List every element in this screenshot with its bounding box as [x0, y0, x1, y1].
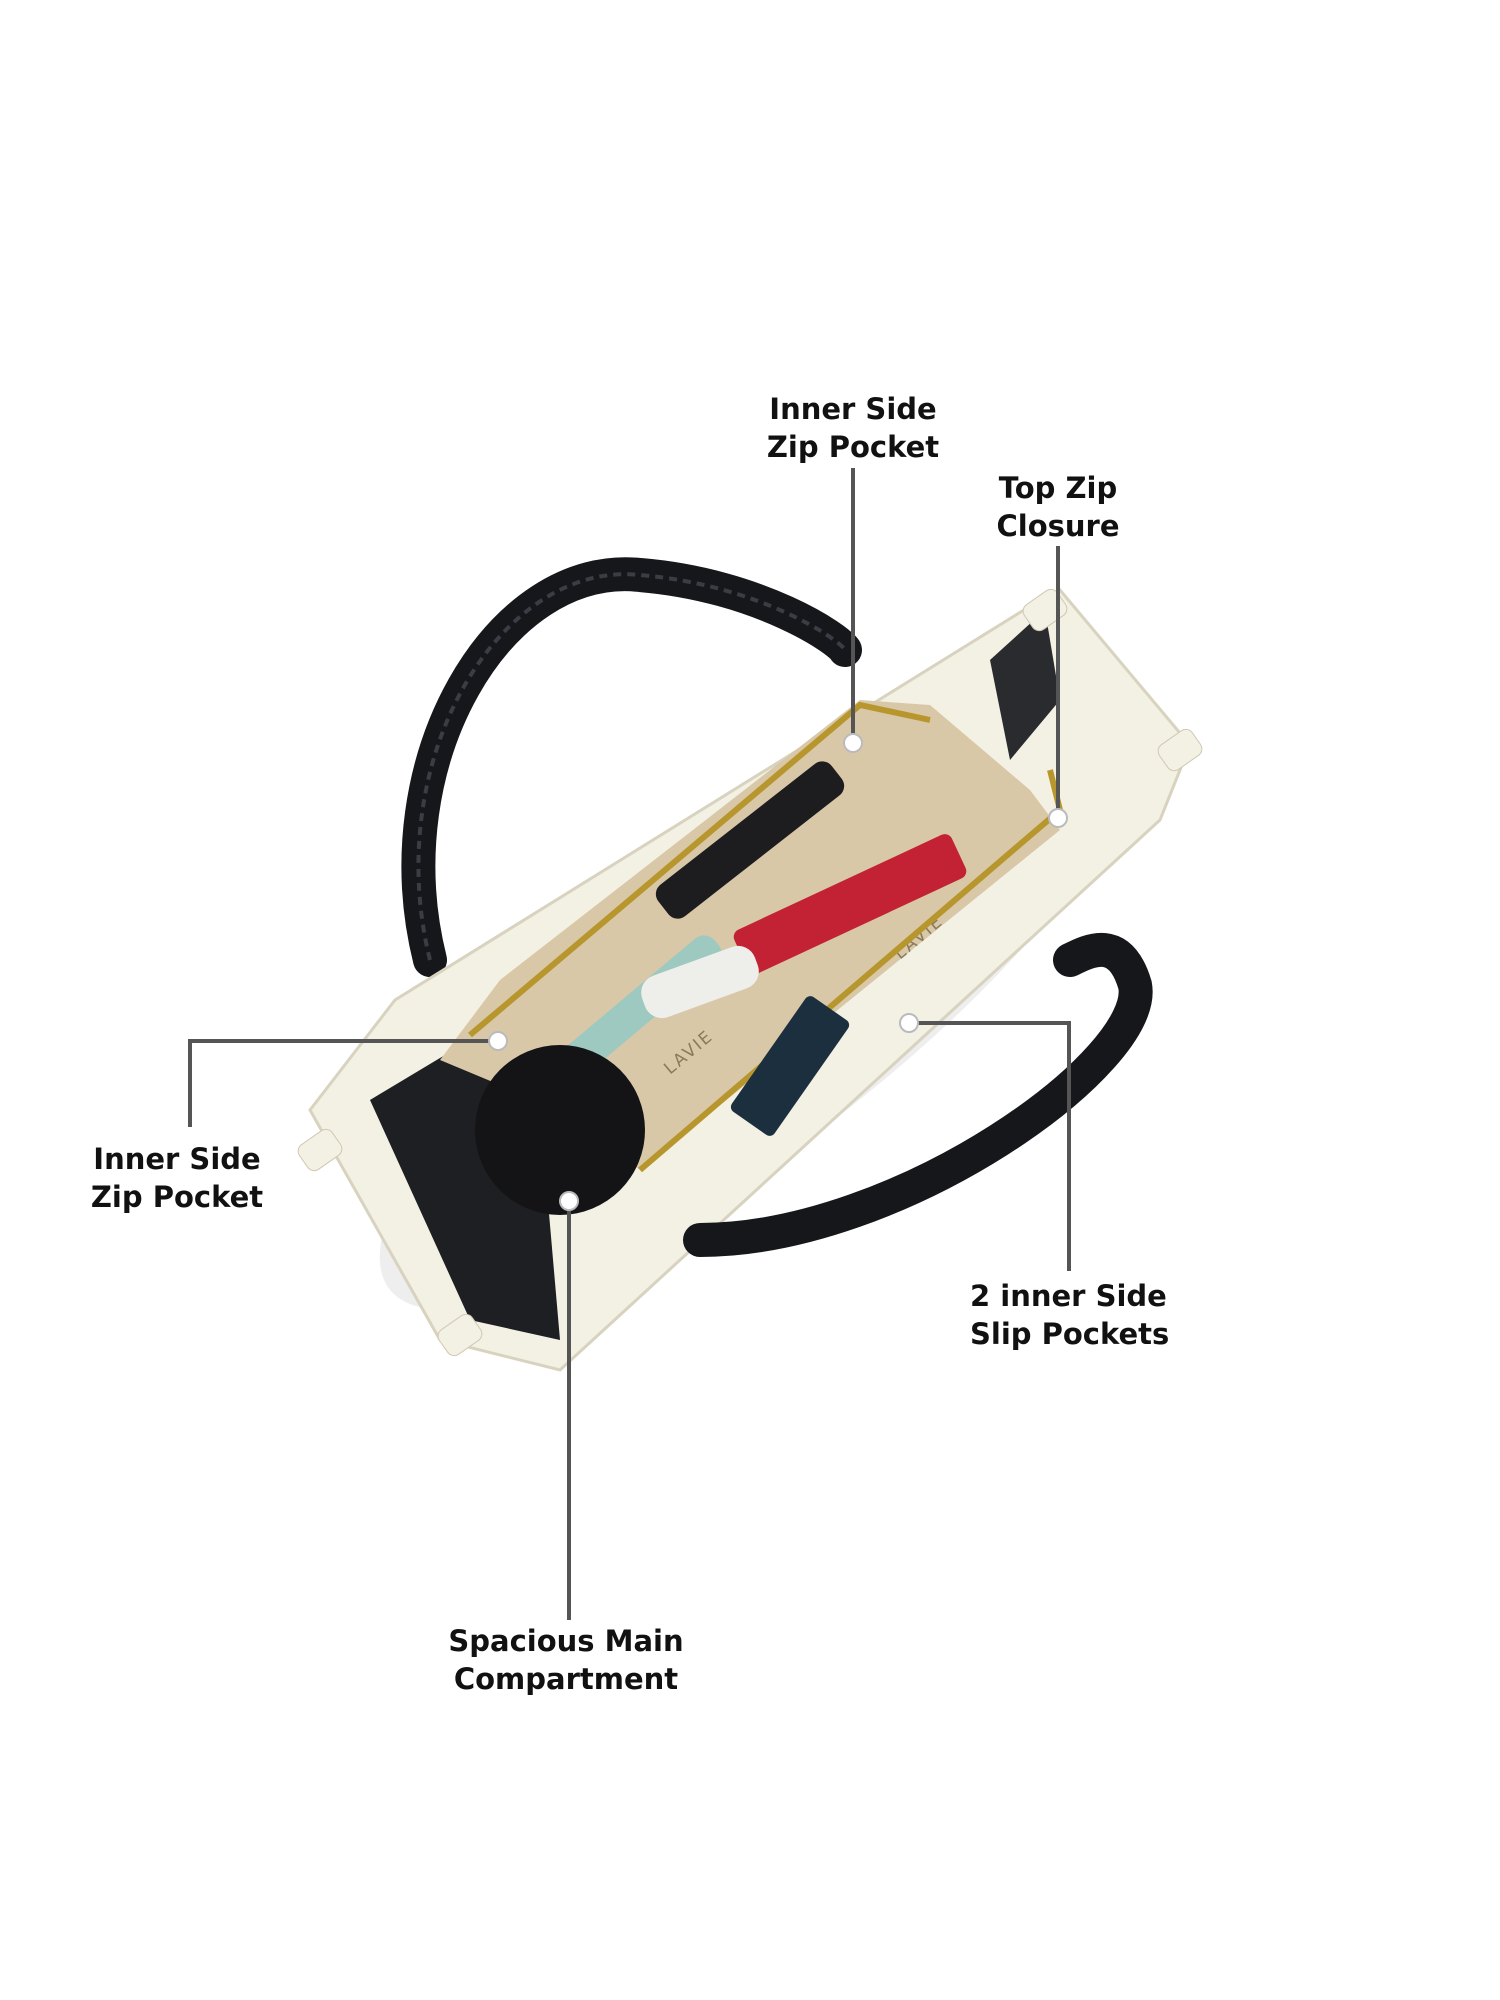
- hotspot-dot: [488, 1031, 508, 1051]
- perfume-item: [730, 996, 850, 1136]
- label-inner-side-slip-pockets: 2 inner Side Slip Pockets: [970, 1277, 1169, 1353]
- label-line: Spacious Main: [448, 1624, 684, 1658]
- top-handle-stitching: [416, 572, 847, 961]
- inner-zip-track: [468, 701, 931, 1038]
- side-gusset-right: [990, 610, 1060, 760]
- mascara-item: [733, 834, 967, 974]
- corner-tab: [437, 1313, 483, 1357]
- front-handle: [683, 932, 1153, 1257]
- label-top-inner-side-zip-pocket: Inner Side Zip Pocket: [767, 390, 939, 466]
- hotspot-dot: [559, 1191, 579, 1211]
- label-spacious-main-compartment: Spacious Main Compartment: [448, 1622, 683, 1698]
- leader-line-left-inner-zip: [188, 1039, 498, 1127]
- label-left-inner-side-zip-pocket: Inner Side Zip Pocket: [91, 1140, 263, 1216]
- hotspot-dot: [1048, 808, 1068, 828]
- label-line: Inner Side: [769, 392, 937, 426]
- hotspot-dot: [899, 1013, 919, 1033]
- label-line: 2 inner Side: [970, 1279, 1167, 1313]
- lipstick-item: [655, 761, 845, 919]
- leader-line-slip-pockets: [909, 1021, 1071, 1271]
- compact-powder-item: [475, 1045, 645, 1215]
- corner-tab: [1157, 728, 1203, 772]
- tube-item: [641, 945, 759, 1019]
- corner-tab: [1022, 588, 1068, 632]
- label-line: Slip Pockets: [970, 1317, 1170, 1351]
- label-line: Zip Pocket: [90, 1180, 264, 1214]
- label-line: Top Zip: [998, 471, 1118, 505]
- corner-tab: [297, 1128, 343, 1172]
- label-line: Closure: [996, 509, 1120, 543]
- label-line: Inner Side: [93, 1142, 261, 1176]
- label-line: Zip Pocket: [766, 430, 940, 464]
- label-line: Compartment: [453, 1662, 679, 1696]
- hotspot-dot: [843, 733, 863, 753]
- label-top-zip-closure: Top Zip Closure: [996, 469, 1119, 545]
